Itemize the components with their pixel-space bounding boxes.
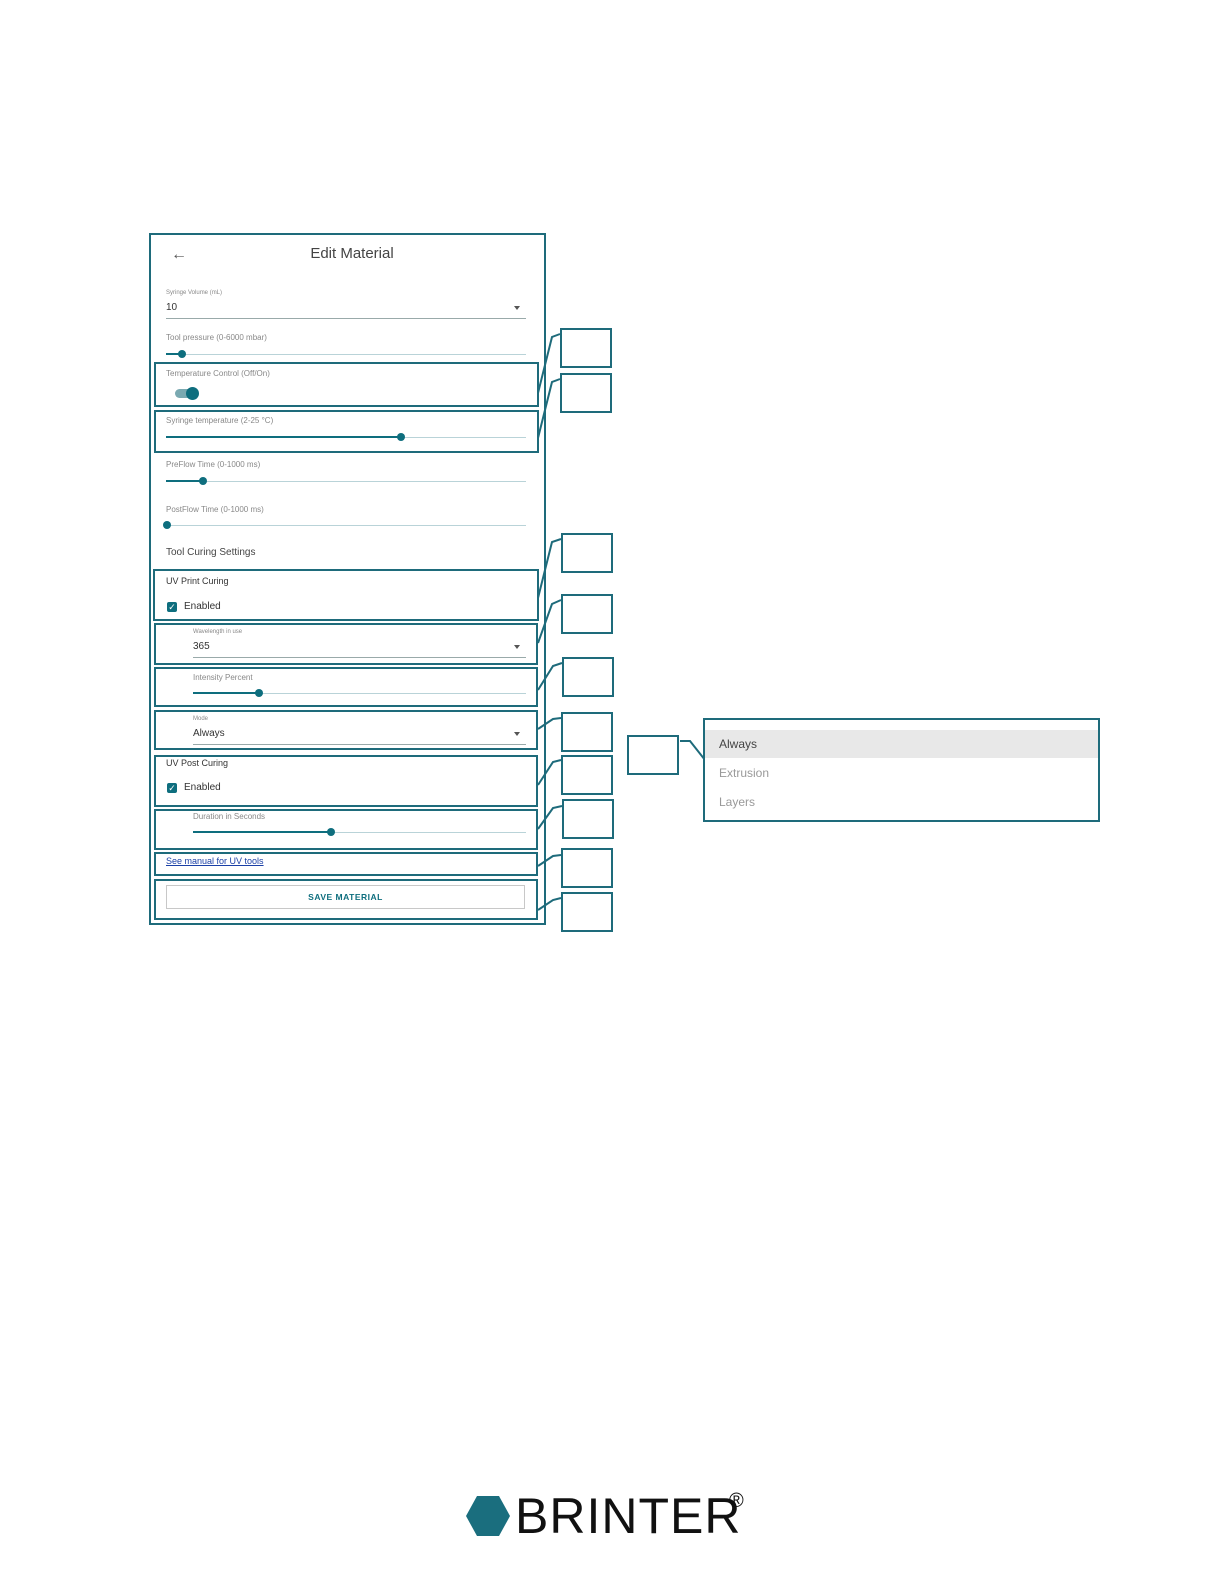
manual-link[interactable]: See manual for UV tools (166, 856, 264, 866)
callout-box (561, 594, 613, 634)
syringe-temperature-label: Syringe temperature (2-25 °C) (166, 416, 274, 425)
brinter-logo-mark (466, 1496, 510, 1536)
preflow-slider-thumb[interactable] (199, 477, 207, 485)
registered-mark: ® (729, 1490, 744, 1512)
mode-highlight (154, 710, 538, 750)
callout-box (561, 533, 613, 573)
duration-fill (193, 831, 331, 833)
syringe-volume-label: Syringe Volume (mL) (166, 290, 223, 296)
intensity-fill (193, 692, 259, 694)
callout-box (561, 712, 613, 752)
intensity-label: Intensity Percent (193, 673, 253, 682)
mode-value[interactable]: Always (193, 728, 225, 739)
tool-pressure-slider-thumb[interactable] (178, 350, 186, 358)
dropdown-option[interactable]: Always (705, 730, 1098, 758)
brinter-logo-text: BRINTER (515, 1488, 742, 1544)
postflow-track (166, 525, 526, 526)
duration-label: Duration in Seconds (193, 812, 266, 821)
chevron-down-icon[interactable] (514, 306, 520, 310)
syringe-temperature-fill (166, 436, 400, 438)
uv-post-curing-highlight (154, 755, 538, 807)
tool-curing-heading: Tool Curing Settings (166, 547, 256, 558)
tool-pressure-track (166, 354, 526, 355)
uv-print-curing-heading: UV Print Curing (166, 576, 229, 586)
wavelength-label: Wavelength in use (193, 629, 243, 635)
duration-track (193, 832, 526, 833)
uv-post-enabled-checkbox[interactable]: ✓ (167, 783, 177, 793)
preflow-fill (166, 480, 202, 482)
page-title: Edit Material (310, 245, 394, 262)
syringe-volume-underline (166, 318, 526, 319)
back-arrow-icon[interactable]: ← (171, 246, 187, 263)
callout-box (561, 848, 613, 888)
callout-box (562, 799, 614, 839)
callout-box (560, 373, 612, 413)
uv-print-enabled-label: Enabled (184, 601, 221, 612)
save-highlight (154, 879, 538, 920)
wavelength-highlight (154, 623, 538, 665)
postflow-label: PostFlow Time (0-1000 ms) (166, 505, 264, 514)
wavelength-value[interactable]: 365 (193, 641, 210, 652)
duration-highlight (154, 809, 538, 850)
chevron-down-icon[interactable] (514, 645, 520, 649)
syringe-volume-value[interactable]: 10 (166, 302, 178, 313)
manual-link-highlight (154, 852, 538, 876)
mode-dropdown-menu: Always Extrusion Layers (703, 718, 1100, 822)
temperature-toggle-thumb[interactable] (186, 387, 199, 400)
intensity-slider-thumb[interactable] (255, 689, 263, 697)
tool-pressure-label: Tool pressure (0-6000 mbar) (166, 333, 267, 342)
callout-box (561, 755, 613, 795)
dropdown-option[interactable]: Extrusion (719, 766, 770, 780)
chevron-down-icon[interactable] (514, 732, 520, 736)
mode-label: Mode (193, 716, 209, 722)
callout-box (562, 657, 614, 697)
callout-box (560, 328, 612, 368)
uv-post-curing-heading: UV Post Curing (166, 758, 229, 768)
callout-box (561, 892, 613, 932)
postflow-slider-thumb[interactable] (163, 521, 171, 529)
mode-underline (193, 744, 526, 745)
temperature-control-label: Temperature Control (Off/On) (166, 369, 270, 378)
intensity-track (193, 693, 526, 694)
syringe-temperature-slider-thumb[interactable] (397, 433, 405, 441)
callout-box (627, 735, 679, 775)
duration-slider-thumb[interactable] (327, 828, 335, 836)
intensity-highlight (154, 667, 538, 707)
uv-post-enabled-label: Enabled (184, 782, 221, 793)
preflow-label: PreFlow Time (0-1000 ms) (166, 460, 261, 469)
dropdown-option[interactable]: Layers (719, 795, 756, 809)
save-material-button[interactable]: SAVE MATERIAL (166, 885, 525, 909)
tool-pressure-fill (166, 353, 181, 355)
preflow-track (166, 481, 526, 482)
wavelength-underline (193, 657, 526, 658)
uv-print-enabled-checkbox[interactable]: ✓ (167, 602, 177, 612)
